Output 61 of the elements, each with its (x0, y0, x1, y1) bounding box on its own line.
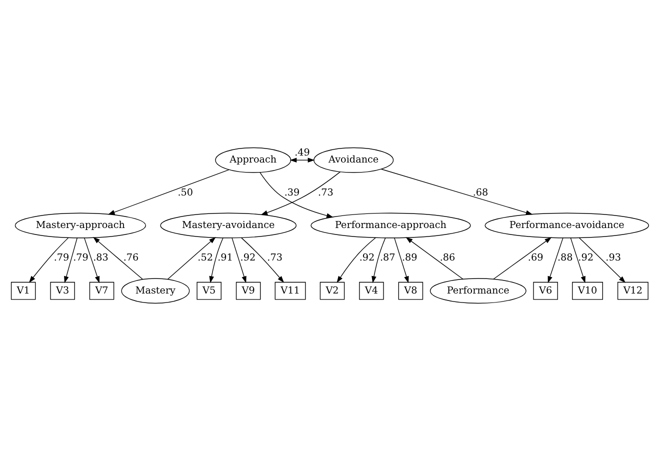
arrow (260, 172, 334, 218)
edge-label: .92 (240, 252, 256, 264)
arrow (84, 237, 100, 283)
arrow (209, 237, 224, 283)
edge-label: .69 (528, 252, 544, 264)
node-ellipse: Approach (215, 146, 292, 172)
edge-label: .91 (218, 252, 233, 264)
edge-label: .87 (380, 252, 396, 264)
node-box: V5 (196, 281, 222, 300)
edge-label: .73 (318, 186, 334, 198)
node-ellipse: Avoidance (314, 146, 394, 172)
arrow (290, 157, 315, 162)
edge-label: .73 (267, 252, 282, 264)
node-box: V2 (320, 281, 345, 300)
arrow (493, 236, 552, 279)
arrow (578, 237, 626, 282)
arrow (64, 237, 78, 283)
node-box: V11 (274, 281, 306, 300)
node-ellipse: Mastery-approach (14, 212, 146, 238)
edge-label: .92 (359, 252, 375, 264)
edge-label: .50 (178, 186, 194, 198)
node-box: V7 (89, 281, 114, 300)
edge-label: .93 (606, 252, 621, 264)
edge-label: .76 (123, 252, 139, 264)
node-box: V6 (533, 281, 558, 300)
arrow (394, 237, 409, 283)
node-box: V8 (398, 281, 424, 300)
arrow (570, 237, 586, 283)
edge-label: .49 (294, 146, 310, 158)
arrow (108, 168, 230, 214)
arrow (260, 170, 341, 214)
edge-label: .89 (402, 252, 418, 264)
arrow (240, 236, 284, 282)
edge-label: .68 (472, 186, 488, 198)
arrow (232, 237, 246, 283)
arrow (548, 237, 564, 283)
node-ellipse: Performance (430, 278, 526, 304)
node-box: V10 (572, 281, 603, 300)
node-box: V1 (10, 281, 36, 300)
node-box: V4 (359, 281, 384, 300)
edge-label: .92 (578, 252, 594, 264)
edge-label: .79 (73, 252, 88, 264)
edge-label: .86 (440, 252, 456, 264)
node-ellipse: Mastery-avoidance (160, 212, 297, 238)
edge-label: .52 (198, 252, 213, 264)
node-ellipse: Performance-avoidance (484, 212, 650, 238)
arrow (28, 236, 69, 282)
arrow (372, 237, 386, 283)
edge-label: .83 (93, 252, 108, 264)
edge-label: .88 (558, 252, 573, 264)
node-box: V9 (236, 281, 261, 300)
edge-label: .79 (54, 252, 70, 264)
edge-label: .39 (284, 186, 300, 198)
arrow (406, 236, 464, 279)
arrow (380, 168, 533, 214)
node-box: V3 (50, 281, 75, 300)
arrow (93, 236, 143, 280)
node-box: V12 (617, 281, 648, 300)
node-ellipse: Mastery (121, 278, 190, 304)
arrow (336, 236, 376, 282)
arrow (167, 236, 216, 280)
